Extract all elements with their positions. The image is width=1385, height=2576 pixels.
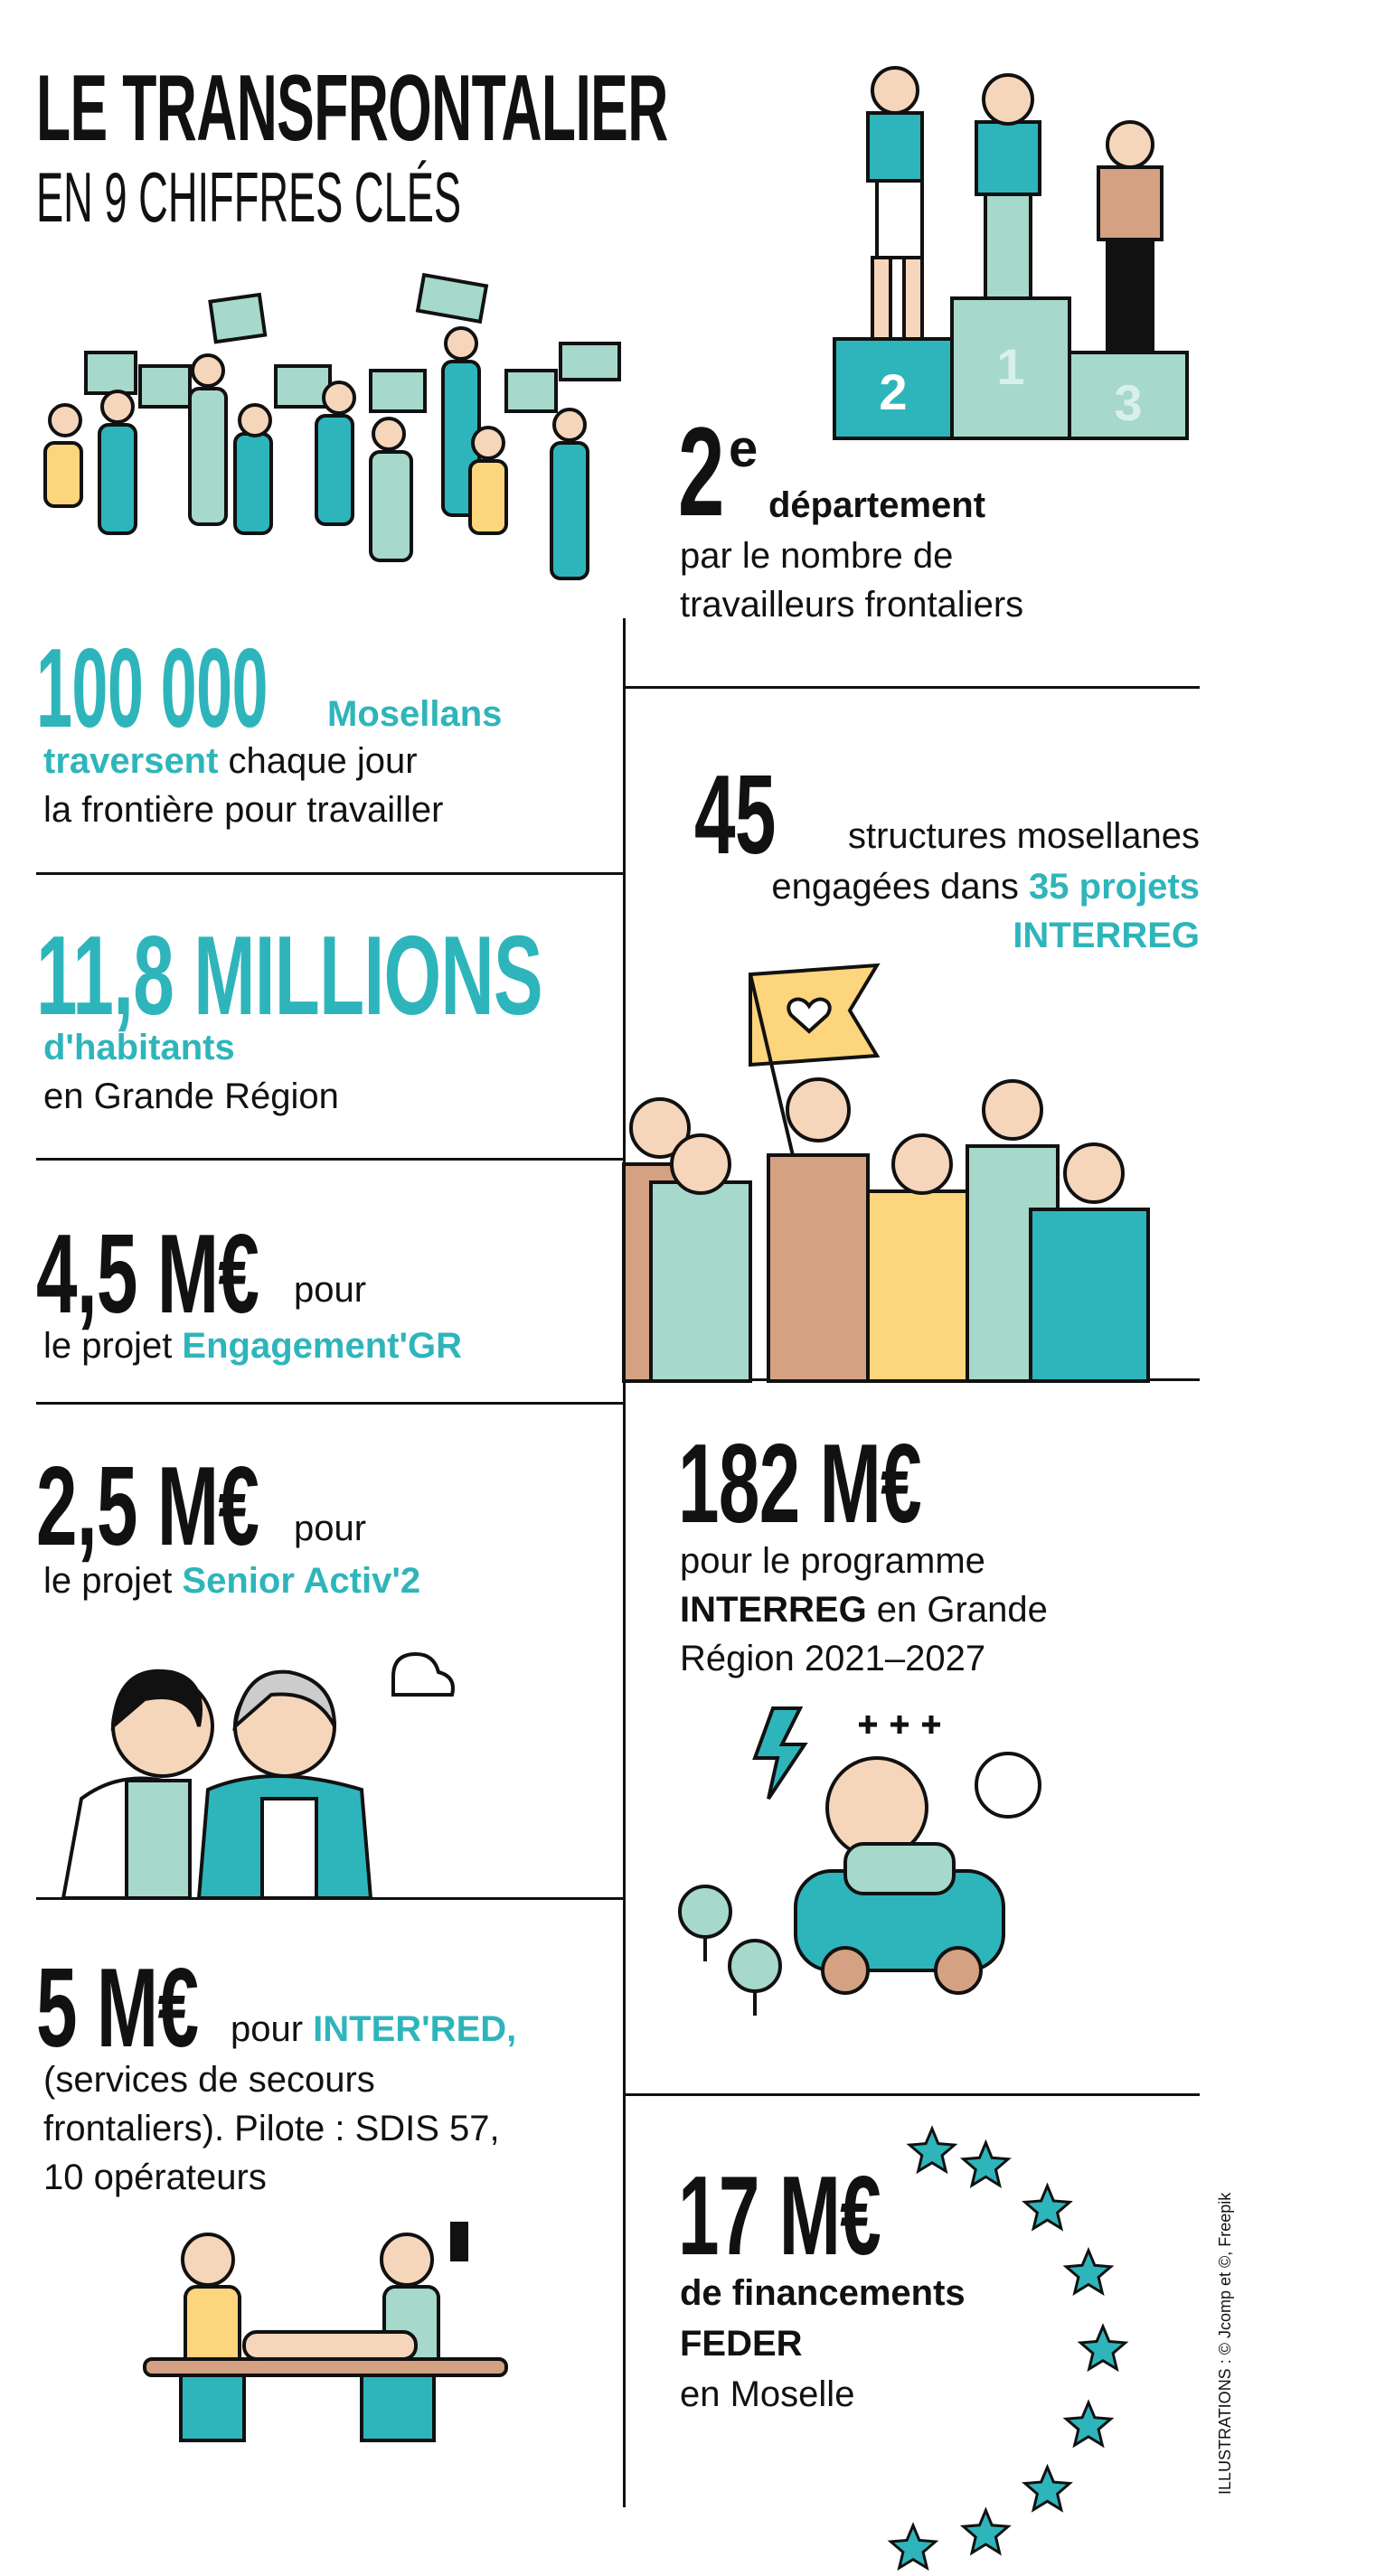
interreg-desc: pour le programme (680, 1541, 985, 1581)
engagement-project: Engagement'GR (182, 1326, 462, 1366)
interreg-number: 182 M€ (678, 1422, 922, 1547)
eu-star-icon (1077, 2323, 1129, 2373)
senior-project: Senior Activ'2 (182, 1561, 421, 1601)
divider (36, 1402, 624, 1405)
engagement-number: 4,5 M€ (36, 1212, 259, 1337)
structures-desc: engagées dans 35 projets (771, 862, 1200, 911)
eu-star-icon (959, 2139, 1012, 2188)
eu-star-icon (906, 2125, 958, 2175)
interred-project: INTER'RED, (313, 2009, 517, 2049)
rank-desc: par le nombre de (680, 536, 954, 576)
commuters-verb: traversent (43, 741, 219, 781)
eu-star-icon (1062, 2246, 1115, 2296)
interred-number: 5 M€ (36, 1946, 199, 2071)
population-desc: en Grande Région (43, 1076, 339, 1116)
illustration-credit: ILLUSTRATIONS : © Jcomp et ©, Freepik (1216, 2192, 1234, 2495)
engagement-desc: le projet Engagement'GR (43, 1321, 462, 1370)
commuters-desc: traversent chaque jour (43, 737, 418, 785)
caregiver-and-senior-illustration (61, 1651, 455, 1900)
podium-label: 3 (1114, 374, 1142, 431)
feder-desc: de financements (680, 2273, 966, 2313)
rank-number: 2 (678, 400, 724, 542)
woman-in-car-illustration (678, 1706, 1041, 2016)
eu-star-icon (1062, 2399, 1115, 2449)
divider (624, 686, 1200, 689)
senior-suffix: pour (294, 1509, 367, 1548)
senior-desc: le projet Senior Activ'2 (43, 1556, 420, 1605)
eu-star-icon (887, 2522, 939, 2571)
structures-projects: 35 projets (1029, 867, 1200, 907)
eu-stars-illustration (887, 2125, 1129, 2571)
commuters-label: Mosellans (327, 694, 503, 734)
interreg-desc: Région 2021–2027 (680, 1639, 986, 1678)
eu-star-icon (1022, 2463, 1073, 2513)
senior-desc-a: le projet (43, 1561, 183, 1601)
population-number: 11,8 MILLIONS (36, 914, 543, 1039)
commuters-number: 100 000 (36, 626, 268, 751)
structures-desc-a: engagées dans (771, 867, 1030, 907)
feder-fund: FEDER (680, 2324, 803, 2364)
structures-number: 45 (694, 753, 776, 878)
commuters-desc: la frontière pour travailler (43, 790, 444, 830)
engagement-suffix: pour (294, 1270, 367, 1310)
population-label: d'habitants (43, 1028, 235, 1067)
rank-label: département (768, 485, 986, 525)
crowd-with-flags-illustration (43, 272, 621, 580)
group-with-heart-flag-illustration (622, 963, 1150, 1383)
divider (624, 2093, 1200, 2096)
interreg-desc-b: en Grande (866, 1590, 1048, 1630)
interreg-program: INTERREG (680, 1590, 867, 1630)
commuters-desc-rest: chaque jour (218, 741, 418, 781)
podium-label: 2 (879, 363, 907, 420)
interred-suffix: pour (231, 2009, 314, 2049)
rank-superscript: e (729, 419, 758, 478)
rank-desc: travailleurs frontaliers (680, 585, 1024, 625)
divider (36, 872, 624, 875)
interred-desc: frontaliers). Pilote : SDIS 57, (43, 2109, 500, 2148)
feder-number: 17 M€ (678, 2154, 881, 2279)
podium-illustration: 2 1 3 (833, 66, 1189, 440)
feder-desc: en Moselle (680, 2374, 855, 2414)
interred-desc: 10 opérateurs (43, 2158, 267, 2197)
structures-desc: structures mosellanes (847, 816, 1200, 856)
interred-desc: (services de secours (43, 2060, 375, 2100)
divider (36, 1158, 624, 1161)
engagement-desc-a: le projet (43, 1326, 183, 1366)
interreg-desc: INTERREG en Grande (680, 1585, 1048, 1634)
eu-star-icon (1022, 2182, 1073, 2232)
plus-signs-icon (859, 1716, 940, 1734)
eu-star-icon (959, 2506, 1012, 2556)
interred-line1: pour INTER'RED, (231, 2005, 516, 2054)
structures-program: INTERREG (1013, 916, 1200, 955)
senior-number: 2,5 M€ (36, 1444, 259, 1569)
page-title: LE TRANSFRONTALIER (36, 56, 668, 161)
center-divider (623, 618, 626, 2507)
podium-label: 1 (996, 338, 1024, 395)
page-subtitle: EN 9 CHIFFRES CLÉS (36, 157, 462, 237)
rescuers-with-stretcher-illustration (143, 2222, 508, 2442)
